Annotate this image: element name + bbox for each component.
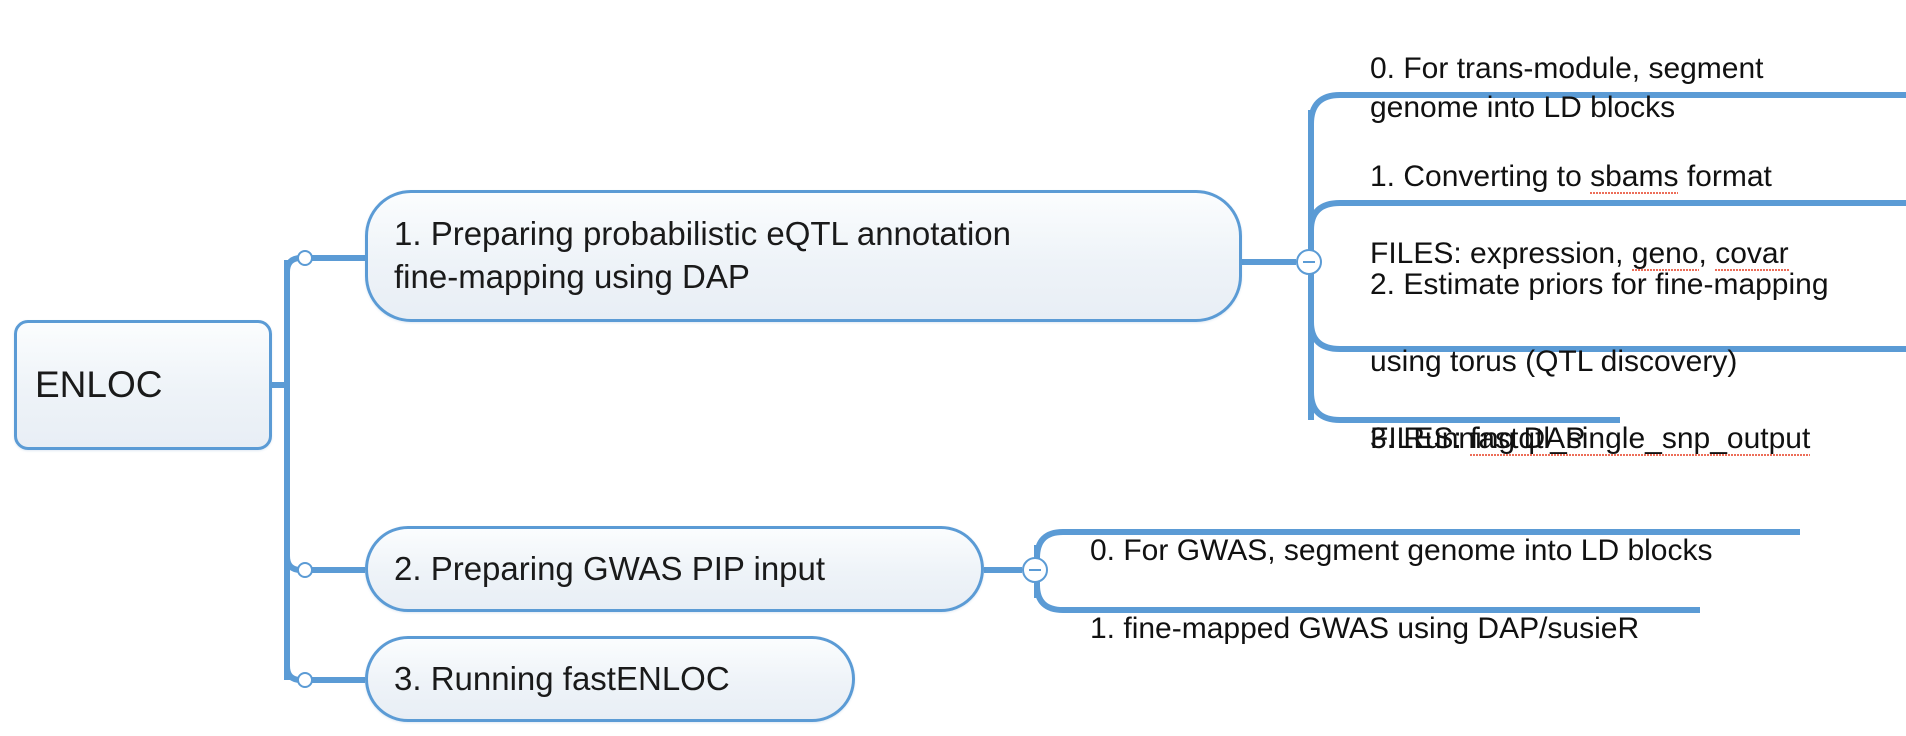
leaf-node-2-0[interactable]: 0. For GWAS, segment genome into LD bloc… — [1090, 494, 1810, 571]
spellcheck-fastqtl-single-snp-output: fastqtl_single_snp_output — [1470, 421, 1811, 457]
leaf-node-1-3[interactable]: 3. Running DAP — [1370, 382, 1770, 459]
leaf-node-1-2[interactable]: 2. Estimate priors for fine-mapping usin… — [1370, 228, 1906, 458]
branch-3-connector-dot[interactable] — [297, 672, 313, 688]
branch-node-3-label: 3. Running fastENLOC — [394, 659, 730, 697]
branch-node-1-label: 1. Preparing probabilistic eQTL annotati… — [394, 215, 1011, 295]
leaf-node-1-2-line-3: FILES: fastqtl_single_snp_output — [1370, 421, 1811, 457]
leaf-node-1-3-label: 3. Running DAP — [1370, 422, 1586, 456]
branch-2-connector-dot[interactable] — [297, 562, 313, 578]
root-node-label: ENLOC — [35, 363, 163, 405]
branch-node-3[interactable]: 3. Running fastENLOC — [365, 636, 855, 722]
spellcheck-covar: covar — [1715, 237, 1789, 273]
branch-node-2[interactable]: 2. Preparing GWAS PIP input — [365, 526, 984, 612]
leaf-node-1-0-label: 0. For trans-module, segment genome into… — [1370, 52, 1764, 124]
collapse-toggle-branch-1[interactable] — [1296, 249, 1322, 275]
leaf-node-1-0[interactable]: 0. For trans-module, segment genome into… — [1370, 12, 1900, 127]
branch-node-1[interactable]: 1. Preparing probabilistic eQTL annotati… — [365, 190, 1242, 322]
leaf-node-1-2-line-2: using torus (QTL discovery) — [1370, 345, 1738, 379]
branch-node-2-label: 2. Preparing GWAS PIP input — [394, 549, 826, 587]
spellcheck-geno: geno — [1631, 237, 1699, 273]
leaf-node-1-1[interactable]: 1. Converting to sbams format FILES: exp… — [1370, 120, 1906, 274]
leaf-node-1-1-line-1: 1. Converting to sbams format — [1370, 160, 1772, 196]
collapse-toggle-branch-2[interactable] — [1022, 557, 1048, 583]
leaf-node-1-2-line-1: 2. Estimate priors for fine-mapping — [1370, 268, 1829, 302]
leaf-node-1-1-line-2: FILES: expression, geno, covar — [1370, 237, 1789, 273]
branch-1-connector-dot[interactable] — [297, 250, 313, 266]
leaf-node-2-0-label: 0. For GWAS, segment genome into LD bloc… — [1090, 534, 1713, 568]
leaf-node-2-1[interactable]: 1. fine-mapped GWAS using DAP/susieR — [1090, 572, 1750, 649]
spellcheck-sbams: sbams — [1590, 160, 1679, 196]
leaf-node-2-1-label: 1. fine-mapped GWAS using DAP/susieR — [1090, 612, 1640, 646]
root-node[interactable]: ENLOC — [14, 320, 272, 450]
